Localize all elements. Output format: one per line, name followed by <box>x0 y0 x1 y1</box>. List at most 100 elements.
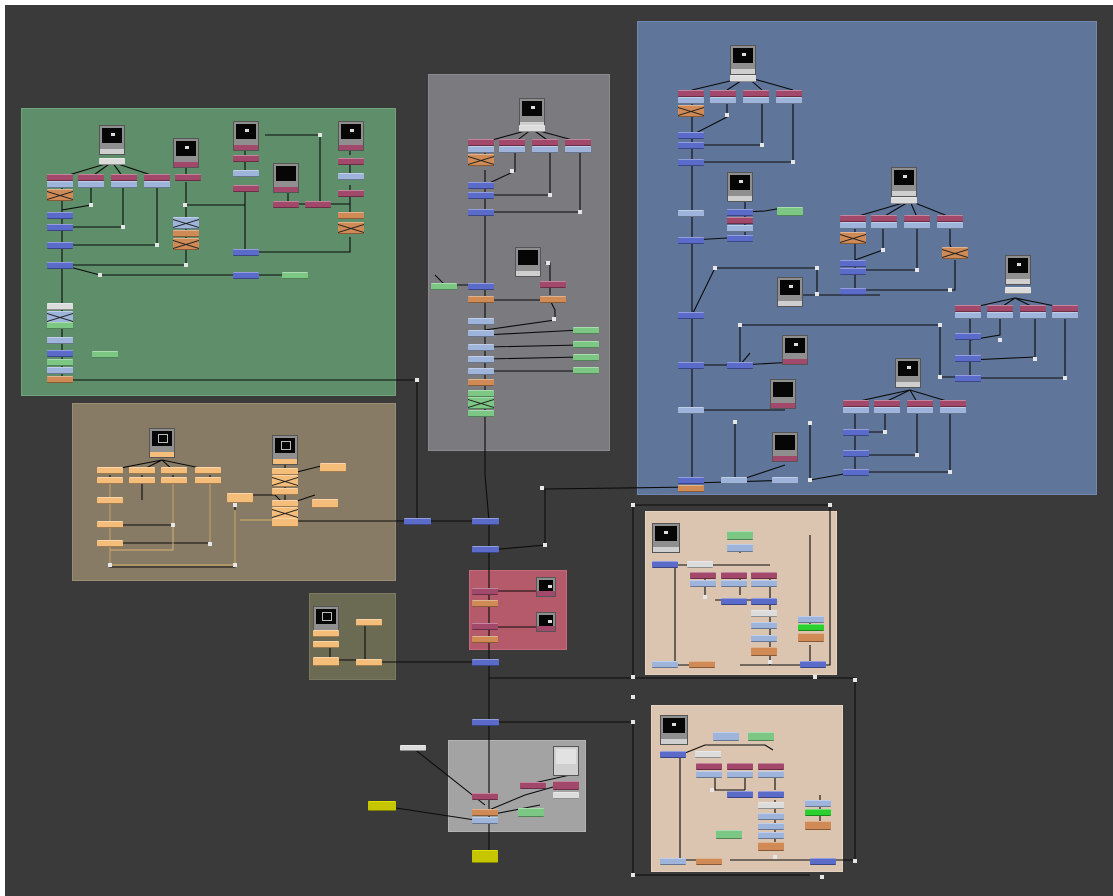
node[interactable] <box>843 429 869 436</box>
dot-node-icon[interactable] <box>208 542 212 546</box>
dot-node-icon[interactable] <box>938 323 942 327</box>
node[interactable] <box>97 477 123 484</box>
dot-node-icon[interactable] <box>546 261 550 265</box>
node[interactable] <box>907 407 933 414</box>
node[interactable] <box>273 201 299 208</box>
node[interactable] <box>78 181 104 188</box>
node[interactable] <box>727 771 753 778</box>
node[interactable] <box>710 90 736 97</box>
read-thumbnail-icon[interactable] <box>770 379 796 409</box>
node[interactable] <box>368 801 396 811</box>
node[interactable] <box>468 344 494 351</box>
node[interactable] <box>721 572 747 579</box>
dot-node-icon[interactable] <box>808 478 812 482</box>
read-thumbnail-icon[interactable] <box>519 98 545 128</box>
dot-node-icon[interactable] <box>233 503 237 507</box>
dot-node-icon[interactable] <box>121 225 125 229</box>
dot-node-icon[interactable] <box>578 210 582 214</box>
node[interactable] <box>532 139 558 146</box>
node[interactable] <box>233 249 259 256</box>
node[interactable] <box>468 368 494 375</box>
node[interactable] <box>233 155 259 162</box>
node[interactable] <box>727 235 753 242</box>
node[interactable] <box>305 201 331 208</box>
dot-node-icon[interactable] <box>631 720 635 724</box>
dot-node-icon[interactable] <box>808 421 812 425</box>
node[interactable] <box>678 159 704 166</box>
dot-node-icon[interactable] <box>233 563 237 567</box>
dot-node-icon[interactable] <box>98 273 102 277</box>
node[interactable] <box>727 763 753 770</box>
node[interactable] <box>716 830 742 839</box>
node[interactable] <box>338 190 364 197</box>
dot-node-icon[interactable] <box>1063 376 1067 380</box>
node[interactable] <box>97 521 123 528</box>
node[interactable] <box>987 305 1013 312</box>
node[interactable] <box>175 174 201 181</box>
node[interactable] <box>468 379 494 386</box>
node[interactable] <box>940 400 966 407</box>
dot-node-icon[interactable] <box>89 203 93 207</box>
node[interactable] <box>955 305 981 312</box>
node[interactable] <box>687 561 713 568</box>
dot-node-icon[interactable] <box>791 160 795 164</box>
node[interactable] <box>468 139 494 146</box>
dot-node-icon[interactable] <box>548 193 552 197</box>
node[interactable] <box>468 283 494 290</box>
node[interactable] <box>472 636 498 643</box>
node[interactable] <box>468 356 494 363</box>
node[interactable] <box>730 75 756 82</box>
node[interactable] <box>695 751 721 758</box>
node[interactable] <box>758 832 784 839</box>
node[interactable] <box>272 468 298 475</box>
node[interactable] <box>540 296 566 303</box>
node[interactable] <box>678 407 704 414</box>
dot-node-icon[interactable] <box>813 675 817 679</box>
node[interactable] <box>713 732 739 741</box>
node[interactable] <box>472 850 498 863</box>
read-thumbnail-icon[interactable] <box>660 715 688 745</box>
node[interactable] <box>871 215 897 222</box>
node[interactable] <box>356 619 382 626</box>
node[interactable] <box>776 90 802 97</box>
read-thumbnail-icon[interactable] <box>772 432 798 462</box>
node[interactable] <box>660 751 686 758</box>
node[interactable] <box>313 630 339 637</box>
node[interactable] <box>678 90 704 97</box>
node[interactable] <box>798 624 824 631</box>
node[interactable] <box>652 661 678 668</box>
node[interactable] <box>690 580 716 587</box>
dot-node-icon[interactable] <box>938 375 942 379</box>
node[interactable] <box>843 469 869 476</box>
node[interactable] <box>472 659 499 666</box>
read-thumbnail-icon[interactable] <box>782 335 808 365</box>
node[interactable] <box>282 272 308 279</box>
dot-node-icon[interactable] <box>915 453 919 457</box>
node[interactable] <box>843 400 869 407</box>
node[interactable] <box>573 327 599 334</box>
node[interactable] <box>721 598 747 605</box>
node[interactable] <box>472 600 498 607</box>
dot-node-icon[interactable] <box>631 695 635 699</box>
node[interactable] <box>92 351 118 358</box>
node[interactable] <box>758 802 784 809</box>
read-thumbnail-icon[interactable] <box>777 277 803 307</box>
node[interactable] <box>955 333 981 340</box>
dot-node-icon[interactable] <box>738 323 742 327</box>
node[interactable] <box>468 146 494 153</box>
node[interactable] <box>468 182 494 189</box>
node[interactable] <box>129 467 155 474</box>
node[interactable] <box>758 813 784 820</box>
node[interactable] <box>798 633 824 642</box>
node[interactable] <box>195 477 221 484</box>
node[interactable] <box>727 791 753 798</box>
node[interactable] <box>553 792 579 799</box>
node[interactable] <box>472 588 498 595</box>
node[interactable] <box>955 375 981 382</box>
node[interactable] <box>678 477 704 484</box>
node[interactable] <box>472 817 498 824</box>
node[interactable] <box>431 283 457 290</box>
node[interactable] <box>727 217 753 224</box>
disabled-node-cross-icon[interactable] <box>173 238 199 250</box>
read-thumbnail-icon[interactable] <box>149 428 175 458</box>
